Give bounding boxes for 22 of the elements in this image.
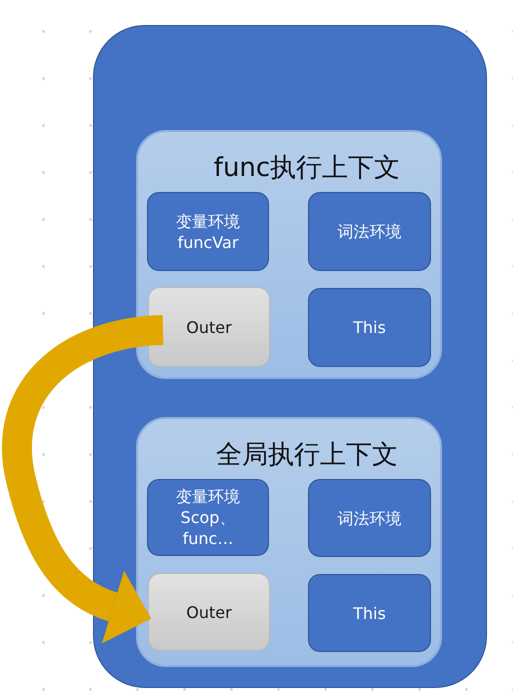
box-label: 变量环境 Scop、 func… bbox=[175, 486, 241, 549]
container-box bbox=[93, 25, 487, 688]
box-label: Outer bbox=[185, 602, 233, 622]
box-label: This bbox=[352, 317, 387, 338]
process-box bbox=[308, 479, 431, 557]
box-label: This bbox=[352, 602, 387, 624]
process-box bbox=[147, 479, 269, 556]
box-label: 词法环境 bbox=[336, 221, 402, 242]
process-box bbox=[308, 288, 431, 367]
context-panel bbox=[136, 417, 442, 667]
process-box bbox=[308, 192, 431, 271]
process-box bbox=[148, 573, 270, 651]
curved-arrow bbox=[2, 315, 164, 643]
box-label: Outer bbox=[185, 316, 233, 338]
process-box bbox=[148, 287, 270, 367]
context-panel bbox=[136, 130, 442, 379]
panel-title: 全局执行上下文 bbox=[216, 439, 398, 471]
box-label: 变量环境 funcVar bbox=[175, 210, 241, 252]
process-box bbox=[147, 192, 269, 271]
panel-title: func执行上下文 bbox=[214, 152, 400, 184]
box-label: 词法环境 bbox=[336, 508, 402, 528]
process-box bbox=[308, 574, 431, 652]
